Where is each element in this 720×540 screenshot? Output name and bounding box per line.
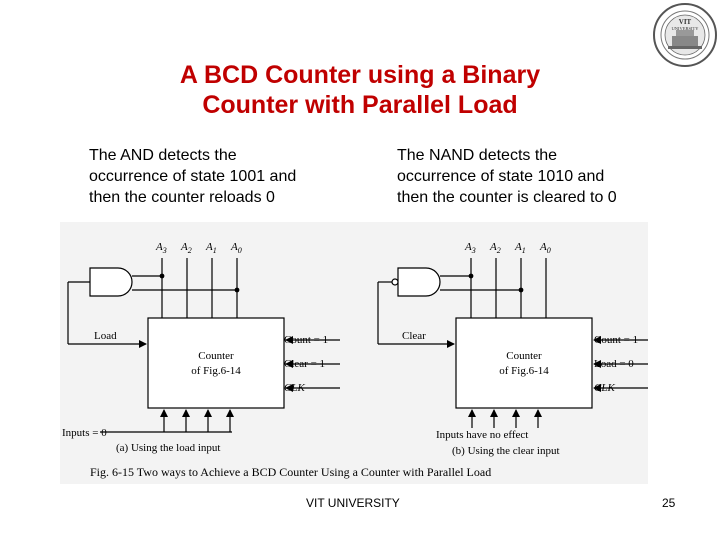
desc-left-line: The AND detects the: [89, 147, 237, 164]
output-label-a1-right: A1: [514, 241, 526, 255]
logo-bottom-text: UNIVERSITY: [672, 26, 700, 31]
load-label-right: Load = 0: [594, 358, 634, 370]
junction-dots-left: [159, 273, 240, 293]
title-line-2: Counter with Parallel Load: [202, 91, 518, 119]
nand-gate: [397, 267, 441, 297]
counter-box-left: [147, 317, 285, 409]
nand-bubble: [391, 278, 399, 286]
diagram-clear: [377, 258, 648, 428]
counter-label-right: Counter: [506, 350, 542, 362]
output-label-a0-right: A0: [539, 241, 551, 255]
output-label-a3-left: A3: [155, 241, 167, 255]
description-left: The AND detects the occurrence of state …: [89, 145, 369, 208]
clk-label-left: CLK: [284, 382, 305, 394]
inputs-label-left: Inputs = 0: [62, 427, 107, 439]
output-label-a1-left: A1: [205, 241, 217, 255]
desc-right-line: occurrence of state 1010 and: [397, 168, 605, 185]
desc-left-line: occurrence of state 1001 and: [89, 168, 297, 185]
counter-fig-label-left: of Fig.6-14: [191, 365, 241, 377]
caption-a: (a) Using the load input: [116, 442, 220, 454]
desc-left-line: then the counter reloads 0: [89, 189, 275, 206]
logo-top-text: VIT: [679, 18, 692, 26]
footer-university: VIT UNIVERSITY: [306, 496, 400, 510]
inputs-label-right: Inputs have no effect: [436, 429, 528, 441]
and-gate: [89, 267, 133, 297]
description-right: The NAND detects the occurrence of state…: [397, 145, 687, 208]
count-label-left: Count = 1: [284, 334, 328, 346]
counter-label-left: Counter: [198, 350, 234, 362]
desc-right-line: The NAND detects the: [397, 147, 558, 164]
clk-label-right: CLK: [594, 382, 615, 394]
caption-b: (b) Using the clear input: [452, 445, 560, 457]
counter-box-right: [455, 317, 593, 409]
figure-caption: Fig. 6-15 Two ways to Achieve a BCD Coun…: [90, 465, 491, 479]
counter-fig-label-right: of Fig.6-14: [499, 365, 549, 377]
load-input-label: Load: [94, 330, 117, 342]
university-seal-icon: VIT UNIVERSITY: [652, 2, 718, 68]
output-label-a2-left: A2: [180, 241, 192, 255]
output-label-a2-right: A2: [489, 241, 501, 255]
clear-label-left: Clear = 1: [284, 358, 325, 370]
page-number: 25: [662, 496, 676, 510]
desc-right-line: then the counter is cleared to 0: [397, 189, 617, 206]
junction-dots-right: [468, 273, 524, 293]
slide-title: A BCD Counter using a Binary Counter wit…: [100, 60, 620, 120]
output-label-a0-left: A0: [230, 241, 242, 255]
count-label-right: Count = 1: [594, 334, 638, 346]
output-label-a3-right: A3: [464, 241, 476, 255]
clear-input-label: Clear: [402, 330, 426, 342]
diagram-load: [67, 258, 340, 433]
title-line-1: A BCD Counter using a Binary: [179, 61, 541, 89]
